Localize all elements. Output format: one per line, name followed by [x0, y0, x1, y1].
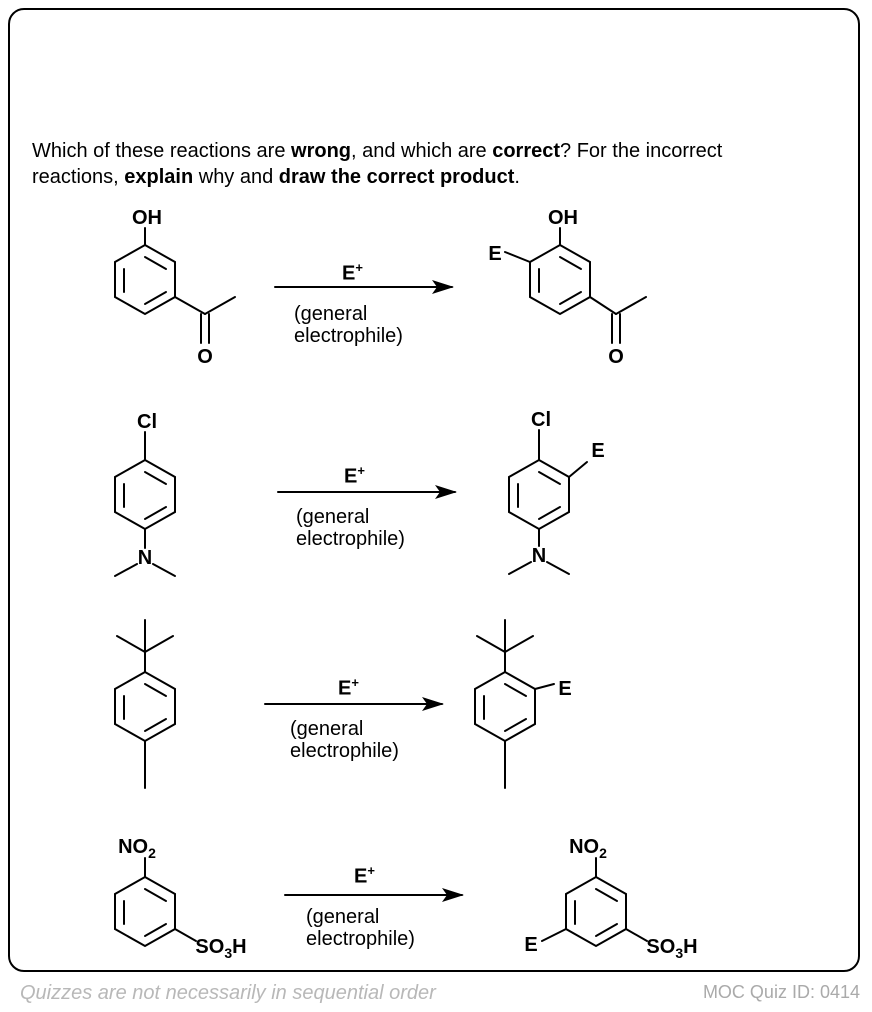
- reagent-label-2: E+ (general electrophile): [296, 459, 405, 551]
- condition-line: electrophile): [290, 739, 399, 762]
- product-3: [474, 619, 555, 789]
- electrophile-symbol: E+: [344, 463, 365, 488]
- question-emphasis-explain: explain: [124, 166, 194, 188]
- electrophile-substituent-label: E: [524, 934, 537, 956]
- question-part: .: [514, 166, 520, 188]
- nitrogen-label: N: [532, 545, 546, 567]
- carbonyl-oxygen-label: O: [608, 346, 624, 368]
- condition-line: (general: [294, 302, 368, 325]
- product-1: [504, 227, 647, 344]
- question-emphasis-wrong: wrong: [291, 140, 352, 162]
- reactant-4-3-nitrobenzenesulfonic-acid: [114, 857, 197, 948]
- electrophile-symbol: E+: [342, 260, 363, 285]
- nitro-group-label: NO2: [118, 836, 156, 861]
- question-part: why and: [193, 166, 279, 188]
- electrophile-substituent-label: E: [488, 243, 501, 265]
- reactant-1-3-hydroxyacetophenone: [114, 227, 236, 344]
- reagent-label-1: E+ (general electrophile): [294, 256, 403, 348]
- question-emphasis-correct: correct: [492, 140, 561, 162]
- condition-line: electrophile): [306, 927, 415, 950]
- condition-line: (general: [296, 505, 370, 528]
- reactant-3-4-tert-butyltoluene: [114, 619, 176, 789]
- condition-line: electrophile): [296, 527, 405, 550]
- nitro-group-label: NO2: [569, 836, 607, 861]
- question-part: ? For the incorrect reactions,: [32, 140, 723, 188]
- question-text: Which of these reactions are wrong, and …: [32, 138, 732, 190]
- question-part: , and which are: [351, 140, 493, 162]
- chlorine-label: Cl: [137, 411, 157, 433]
- condition-line: electrophile): [294, 324, 403, 347]
- hydroxyl-label: OH: [132, 207, 162, 229]
- nitrogen-label: N: [138, 547, 152, 569]
- electrophile-symbol: E+: [338, 675, 359, 700]
- product-4: [541, 857, 648, 948]
- hydroxyl-label: OH: [548, 207, 578, 229]
- reactant-2-4-chloro-dimethylaniline: [114, 431, 176, 577]
- question-emphasis-draw: draw the correct product: [278, 166, 515, 188]
- product-2: [508, 429, 588, 575]
- footer-disclaimer: Quizzes are not necessarily in sequentia…: [20, 982, 436, 1004]
- quiz-id: MOC Quiz ID: 0414: [702, 982, 860, 1002]
- quiz-card: [8, 8, 860, 972]
- question-part: Which of these reactions are: [32, 140, 292, 162]
- chlorine-label: Cl: [531, 409, 551, 431]
- electrophile-substituent-label: E: [591, 440, 604, 462]
- electrophile-substituent-label: E: [558, 678, 571, 700]
- reagent-label-3: E+ (general electrophile): [290, 671, 399, 763]
- carbonyl-oxygen-label: O: [197, 346, 213, 368]
- electrophile-symbol: E+: [354, 863, 375, 888]
- condition-line: (general: [290, 717, 364, 740]
- condition-line: (general: [306, 905, 380, 928]
- sulfonic-acid-label: SO3H: [195, 936, 246, 961]
- sulfonic-acid-label: SO3H: [646, 936, 697, 961]
- reagent-label-4: E+ (general electrophile): [306, 859, 415, 951]
